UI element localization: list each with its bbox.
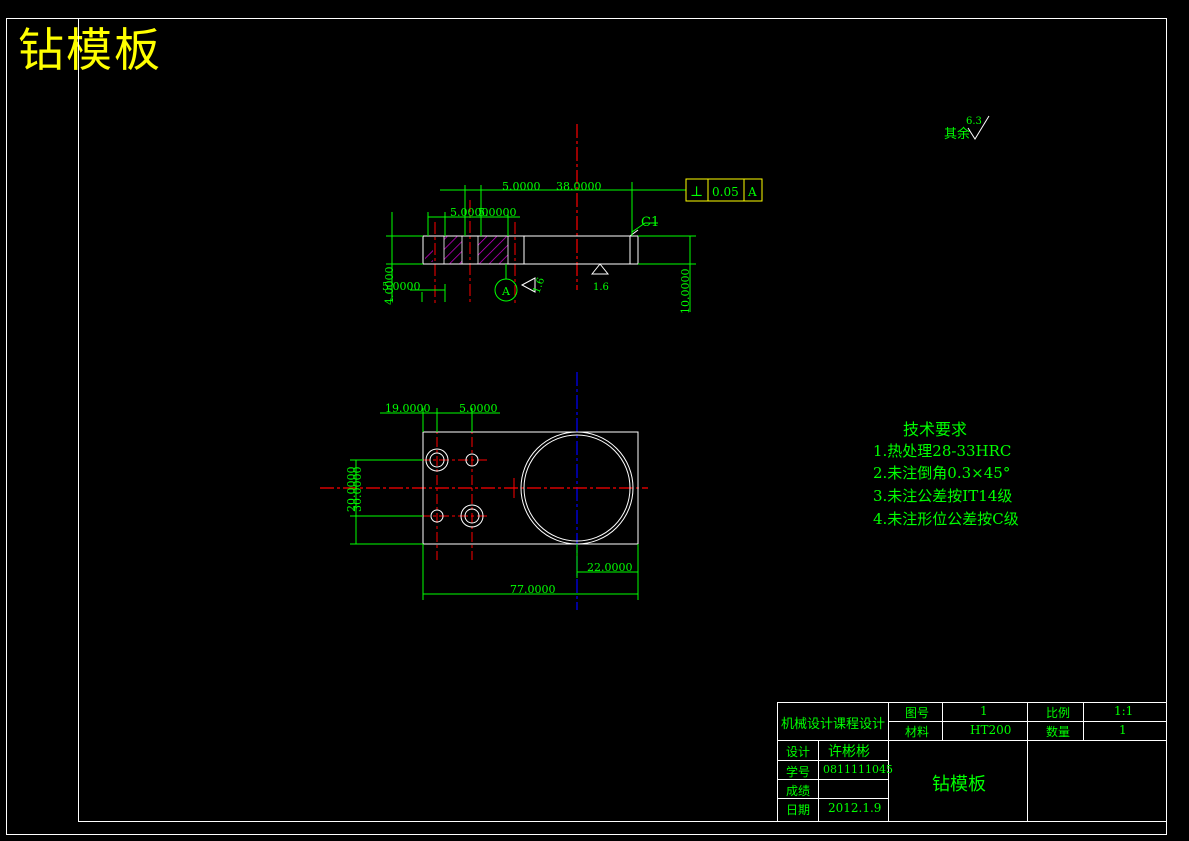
dim-front-4: 5.0000 <box>478 206 517 219</box>
tb-date: 2012.1.9 <box>828 801 882 815</box>
dim-front-1: 5.0000 <box>502 180 541 193</box>
tb-date-label: 日期 <box>786 803 811 817</box>
dim-top-6: 22.0000 <box>587 561 633 574</box>
tb-scale: 1:1 <box>1114 704 1134 718</box>
datum-label: A <box>501 285 511 298</box>
tb-student-id: 0811111045 <box>823 763 893 776</box>
tolerance-value: 0.05 <box>712 185 739 199</box>
tb-qty-label: 数量 <box>1046 725 1071 739</box>
front-view: 5.0000 38.0000 5.0000 5.0000 5.0000 4.00… <box>382 124 763 315</box>
tb-part-name: 钻模板 <box>932 774 986 795</box>
tech-requirements-heading: 技术要求 <box>903 420 968 439</box>
top-view: 19.0000 5.0000 20.0000 30.0000 77.0000 2… <box>320 372 648 610</box>
dim-front-3: 5.0000 <box>450 206 489 219</box>
tb-scale-label: 比例 <box>1046 706 1071 720</box>
tech-requirement-1: 1.热处理28-33HRC <box>873 442 1012 460</box>
outer-frame <box>6 18 1167 835</box>
tb-material: HT200 <box>970 723 1012 737</box>
dim-front-2: 38.0000 <box>556 180 602 193</box>
title-block-grid <box>664 702 1167 822</box>
dim-top-2: 5.0000 <box>459 402 498 415</box>
tolerance-datum: A <box>747 185 757 199</box>
tolerance-symbol: ⊥ <box>690 184 703 200</box>
hatch-section-2 <box>477 235 509 265</box>
tech-requirement-3: 3.未注公差按IT14级 <box>873 487 1013 505</box>
tb-qty: 1 <box>1119 723 1127 737</box>
dim-front-6: 4.0000 <box>383 267 396 306</box>
dim-top-5: 77.0000 <box>510 583 556 596</box>
inner-frame <box>78 18 1167 822</box>
dim-front-5: 5.0000 <box>382 280 421 293</box>
dim-top-1: 19.0000 <box>385 402 431 415</box>
tb-grade-label: 成绩 <box>786 784 811 798</box>
plate-section <box>422 235 639 265</box>
tb-course: 机械设计课程设计 <box>781 717 886 732</box>
dim-top-4: 30.0000 <box>351 467 364 513</box>
bore-inner <box>523 434 631 542</box>
tolerance-frame <box>685 178 763 202</box>
dim-front-7: 10.0000 <box>679 269 692 315</box>
roughness-a: 1.6 <box>531 276 547 295</box>
tb-designer-label: 设计 <box>786 745 811 759</box>
tb-drawing-no-label: 图号 <box>905 706 930 720</box>
tech-requirement-2: 2.未注倒角0.3×45° <box>873 464 1011 482</box>
surface-finish-value: 6.3 <box>966 116 982 127</box>
surface-finish-text: 其余 <box>944 126 970 142</box>
plate-outline <box>422 431 639 545</box>
hatch-section-1 <box>443 235 463 265</box>
surface-finish-note: 其余 6.3 <box>944 115 990 142</box>
tb-student-id-label: 学号 <box>786 765 811 779</box>
drawing-title: 钻模板 <box>18 23 162 77</box>
roughness-b: 1.6 <box>593 282 609 293</box>
chamfer-label: C1 <box>641 215 659 230</box>
tech-requirement-4: 4.未注形位公差按C级 <box>873 510 1019 528</box>
dim-top-3: 20.0000 <box>345 467 358 513</box>
tb-material-label: 材料 <box>905 725 930 739</box>
tb-designer: 许彬彬 <box>828 744 870 760</box>
tb-drawing-no: 1 <box>980 704 988 718</box>
